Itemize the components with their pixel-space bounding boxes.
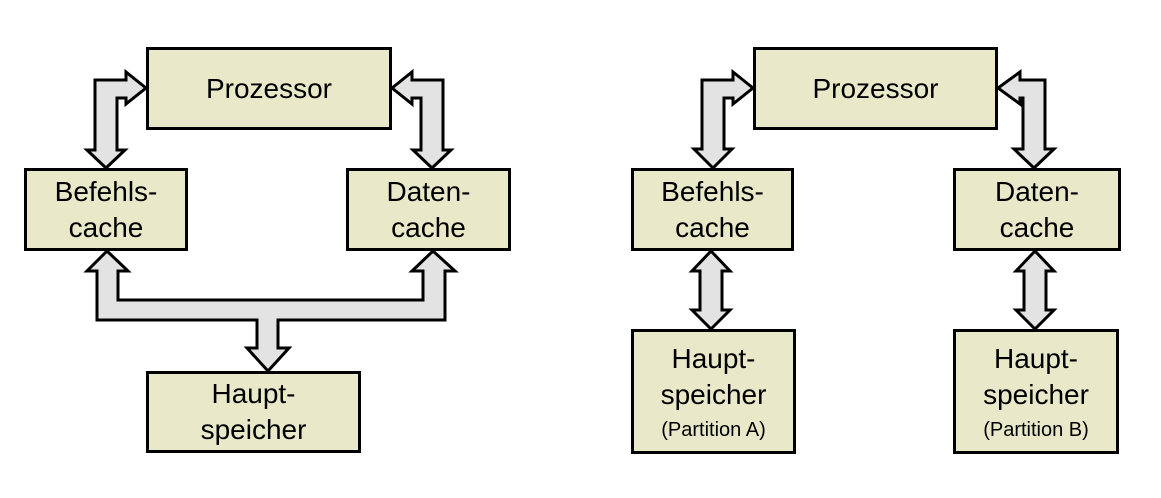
right-main-memory-b-label-line2: speicher bbox=[983, 379, 1089, 410]
right-main-memory-b-partition-label: (Partition B) bbox=[983, 418, 1089, 441]
right-main-memory-partition-b-box: Haupt- speicher (Partition B) bbox=[953, 329, 1119, 454]
right-instruction-cache-box: Befehls- cache bbox=[631, 168, 794, 251]
right-data-cache-label-line1: Daten- bbox=[994, 175, 1080, 207]
right-main-memory-a-label-line2: speicher bbox=[660, 379, 767, 410]
left-processor-label: Prozessor bbox=[205, 72, 333, 104]
right-processor-dcache-arrow bbox=[995, 69, 1058, 171]
left-instruction-cache-label-line2: cache bbox=[68, 211, 144, 243]
left-main-memory-label-line1: Haupt- bbox=[211, 378, 296, 410]
left-instruction-cache-label-line1: Befehls- bbox=[54, 175, 158, 207]
left-processor-dcache-arrow bbox=[389, 68, 455, 171]
left-main-memory-box: Haupt- speicher bbox=[146, 371, 361, 453]
left-processor-box: Prozessor bbox=[146, 47, 392, 130]
right-data-cache-box: Daten- cache bbox=[953, 168, 1121, 251]
right-main-memory-a-partition-label: (Partition A) bbox=[661, 418, 766, 441]
left-data-cache-label-line2: cache bbox=[391, 211, 466, 243]
right-icache-memoryA-arrow bbox=[688, 248, 734, 332]
left-data-cache-box: Daten- cache bbox=[346, 168, 511, 251]
right-processor-label: Prozessor bbox=[812, 72, 939, 104]
right-data-cache-label-line2: cache bbox=[999, 211, 1075, 243]
right-processor-icache-arrow bbox=[690, 68, 756, 171]
left-processor-icache-arrow bbox=[83, 68, 149, 171]
right-main-memory-a-label-line1: Haupt- bbox=[671, 343, 756, 375]
left-main-memory-label-line2: speicher bbox=[200, 414, 307, 445]
right-processor-box: Prozessor bbox=[753, 47, 998, 130]
right-dcache-memoryB-arrow bbox=[1012, 248, 1058, 332]
left-caches-mainmemory-branch-arrow bbox=[83, 248, 459, 374]
left-data-cache-label-line1: Daten- bbox=[386, 175, 471, 207]
right-instruction-cache-label-line2: cache bbox=[675, 211, 750, 243]
left-instruction-cache-box: Befehls- cache bbox=[24, 168, 188, 251]
right-main-memory-partition-a-box: Haupt- speicher (Partition A) bbox=[631, 329, 796, 454]
right-instruction-cache-label-line1: Befehls- bbox=[661, 175, 764, 207]
right-main-memory-b-label-line1: Haupt- bbox=[993, 343, 1079, 375]
